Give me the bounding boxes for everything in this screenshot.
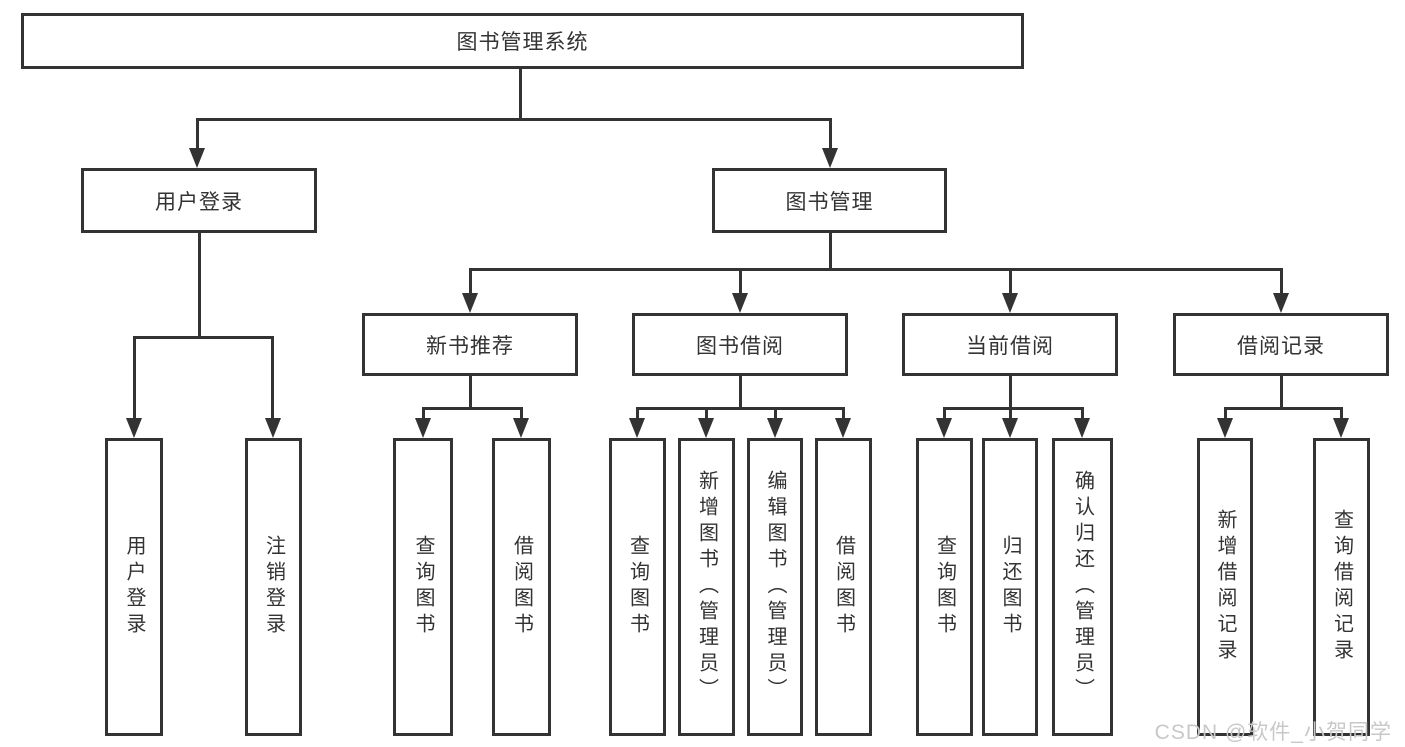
leaf-query-books-borrowing: 查询图书 (609, 438, 666, 736)
connector-line (422, 407, 523, 410)
leaf-edit-book-admin: 编辑图书（管理员） (747, 438, 803, 736)
leaf-borrow-books-borrowing: 借阅图书 (815, 438, 872, 736)
csdn-watermark: CSDN @软件_小贺同学 (1154, 721, 1392, 744)
arrow-down-icon (126, 418, 142, 438)
leaf-user-login: 用户登录 (105, 438, 163, 736)
node-current-borrowing: 当前借阅 (902, 313, 1118, 376)
node-label: 查询图书 (626, 535, 649, 639)
connector-line (1009, 268, 1012, 296)
leaf-confirm-return-admin: 确认归还（管理员） (1052, 438, 1113, 736)
node-label: 借阅图书 (832, 535, 855, 639)
arrow-down-icon (822, 148, 838, 168)
connector-line (196, 118, 832, 121)
arrow-down-icon (1002, 293, 1018, 313)
node-borrowing-records: 借阅记录 (1173, 313, 1389, 376)
node-label: 用户登录 (155, 190, 243, 214)
connector-line (739, 268, 742, 296)
node-label: 确认归还（管理员） (1071, 470, 1094, 704)
arrow-down-icon (462, 293, 478, 313)
connector-line (1081, 407, 1084, 421)
node-label: 查询借阅记录 (1330, 509, 1353, 665)
connector-line (422, 407, 425, 421)
node-label: 编辑图书（管理员） (764, 470, 786, 704)
connector-line (519, 69, 522, 120)
connector-line (133, 336, 136, 420)
connector-line (943, 407, 946, 421)
arrow-down-icon (1074, 418, 1090, 438)
connector-line (1280, 376, 1283, 410)
node-system-root: 图书管理系统 (21, 13, 1024, 69)
node-label: 归还图书 (999, 535, 1021, 639)
arrow-down-icon (513, 418, 529, 438)
arrow-down-icon (1273, 293, 1289, 313)
connector-line (271, 336, 274, 420)
node-label: 当前借阅 (966, 334, 1054, 358)
arrow-down-icon (767, 418, 783, 438)
node-label: 借阅记录 (1237, 334, 1325, 358)
connector-line (133, 336, 274, 339)
node-label: 图书管理 (785, 190, 874, 214)
node-label: 新增借阅记录 (1214, 509, 1236, 665)
connector-line (469, 376, 472, 410)
connector-line (1009, 407, 1012, 421)
node-label: 查询图书 (412, 535, 434, 639)
node-label: 新增图书（管理员） (695, 470, 718, 704)
node-label: 用户登录 (123, 535, 145, 639)
connector-line (829, 118, 832, 150)
arrow-down-icon (1002, 418, 1018, 438)
arrow-down-icon (265, 418, 281, 438)
connector-line (636, 407, 639, 421)
connector-line (943, 407, 1084, 410)
node-label: 图书管理系统 (456, 31, 589, 54)
connector-line (196, 118, 199, 150)
arrow-down-icon (835, 418, 851, 438)
connector-line (469, 268, 472, 296)
leaf-query-books-current: 查询图书 (916, 438, 973, 736)
node-label: 查询图书 (933, 535, 956, 639)
node-book-management: 图书管理 (712, 168, 947, 233)
arrow-down-icon (936, 418, 952, 438)
connector-line (520, 407, 523, 421)
arrow-down-icon (189, 148, 205, 168)
connector-line (774, 407, 777, 421)
node-label: 借阅图书 (510, 535, 533, 639)
leaf-query-books-recommend: 查询图书 (393, 438, 453, 736)
leaf-return-book: 归还图书 (982, 438, 1038, 736)
node-label: 新书推荐 (426, 334, 514, 358)
connector-line (1224, 407, 1227, 421)
arrow-down-icon (629, 418, 645, 438)
leaf-borrow-books-recommend: 借阅图书 (492, 438, 551, 736)
connector-line (739, 376, 742, 410)
arrow-down-icon (1333, 418, 1349, 438)
connector-line (1340, 407, 1343, 421)
leaf-add-borrow-record: 新增借阅记录 (1197, 438, 1253, 736)
node-label: 图书借阅 (696, 334, 784, 358)
connector-line (705, 407, 708, 421)
connector-line (469, 268, 1283, 271)
node-label: 注销登录 (262, 535, 285, 639)
node-new-book-recommendation: 新书推荐 (362, 313, 578, 376)
connector-line (1224, 407, 1343, 410)
connector-line (1009, 376, 1012, 410)
connector-line (829, 233, 832, 271)
arrow-down-icon (1217, 418, 1233, 438)
arrow-down-icon (698, 418, 714, 438)
arrow-down-icon (732, 293, 748, 313)
connector-line (636, 407, 845, 410)
node-user-login: 用户登录 (81, 168, 317, 233)
connector-line (842, 407, 845, 421)
leaf-logout: 注销登录 (245, 438, 302, 736)
connector-line (198, 233, 201, 339)
connector-line (1280, 268, 1283, 296)
leaf-query-borrow-record: 查询借阅记录 (1313, 438, 1370, 736)
node-book-borrowing: 图书借阅 (632, 313, 848, 376)
arrow-down-icon (415, 418, 431, 438)
leaf-add-book-admin: 新增图书（管理员） (678, 438, 735, 736)
